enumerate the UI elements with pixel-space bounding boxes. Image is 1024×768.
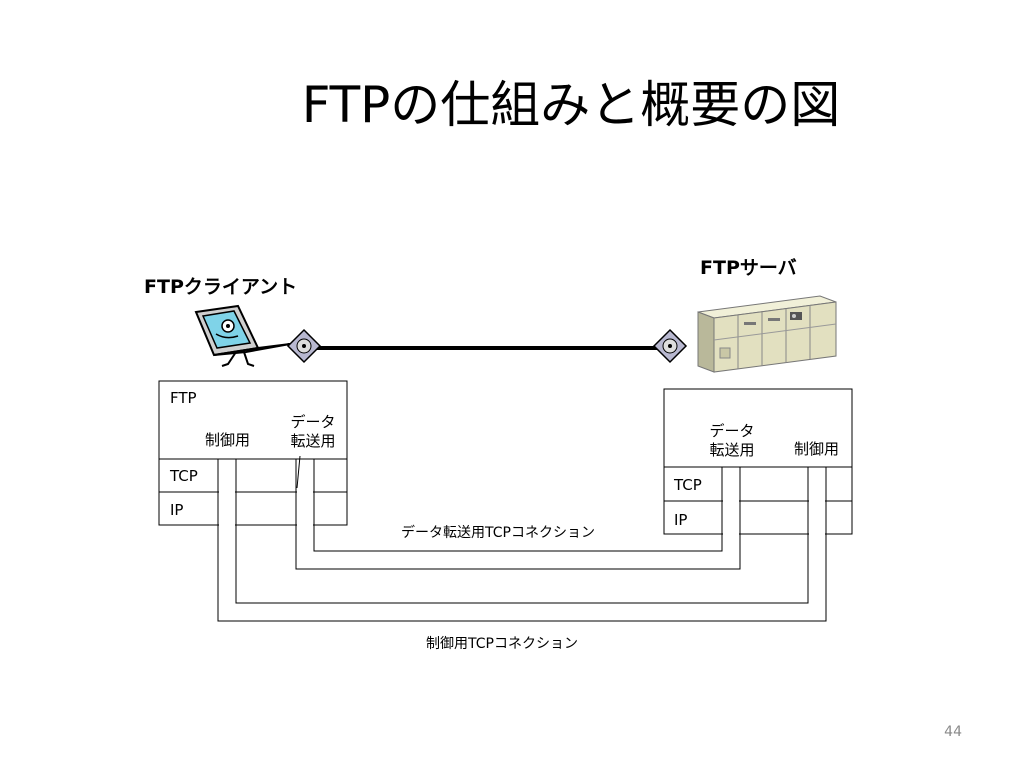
server-data-label: データ 転送用 xyxy=(704,422,760,460)
laptop-icon xyxy=(194,304,291,367)
client-data-label-line2: 転送用 xyxy=(290,432,336,450)
control-connection-path xyxy=(217,525,827,622)
page-number: 44 xyxy=(944,724,962,740)
server-data-channel xyxy=(723,468,739,535)
server-label: FTPサーバ xyxy=(700,257,797,279)
server-nic-icon xyxy=(652,328,688,364)
client-data-channel xyxy=(297,460,313,526)
client-control-channel xyxy=(219,460,235,526)
client-ip-layer: IP xyxy=(170,501,184,519)
client-data-label-line1: データ xyxy=(290,413,336,431)
server-rack-icon xyxy=(697,295,837,373)
server-data-label-line2: 転送用 xyxy=(709,441,755,459)
client-ftp-layer: FTP xyxy=(170,389,197,407)
control-connection-label: 制御用TCPコネクション xyxy=(426,636,578,652)
data-connection-path xyxy=(295,525,741,570)
client-control-label: 制御用 xyxy=(205,431,251,449)
server-data-label-line1: データ xyxy=(709,422,755,440)
data-label-leader xyxy=(296,455,301,489)
server-control-channel xyxy=(809,468,825,535)
server-control-label: 制御用 xyxy=(794,440,840,458)
client-label: FTPクライアント xyxy=(144,276,298,298)
server-ip-layer: IP xyxy=(674,511,688,529)
client-tcp-layer: TCP xyxy=(170,467,198,485)
client-data-label: データ 転送用 xyxy=(289,413,337,451)
slide-title: FTPの仕組みと概要の図 xyxy=(301,76,841,134)
server-tcp-layer: TCP xyxy=(674,476,702,494)
client-nic-icon xyxy=(286,328,322,364)
data-connection-label: データ転送用TCPコネクション xyxy=(401,525,595,541)
